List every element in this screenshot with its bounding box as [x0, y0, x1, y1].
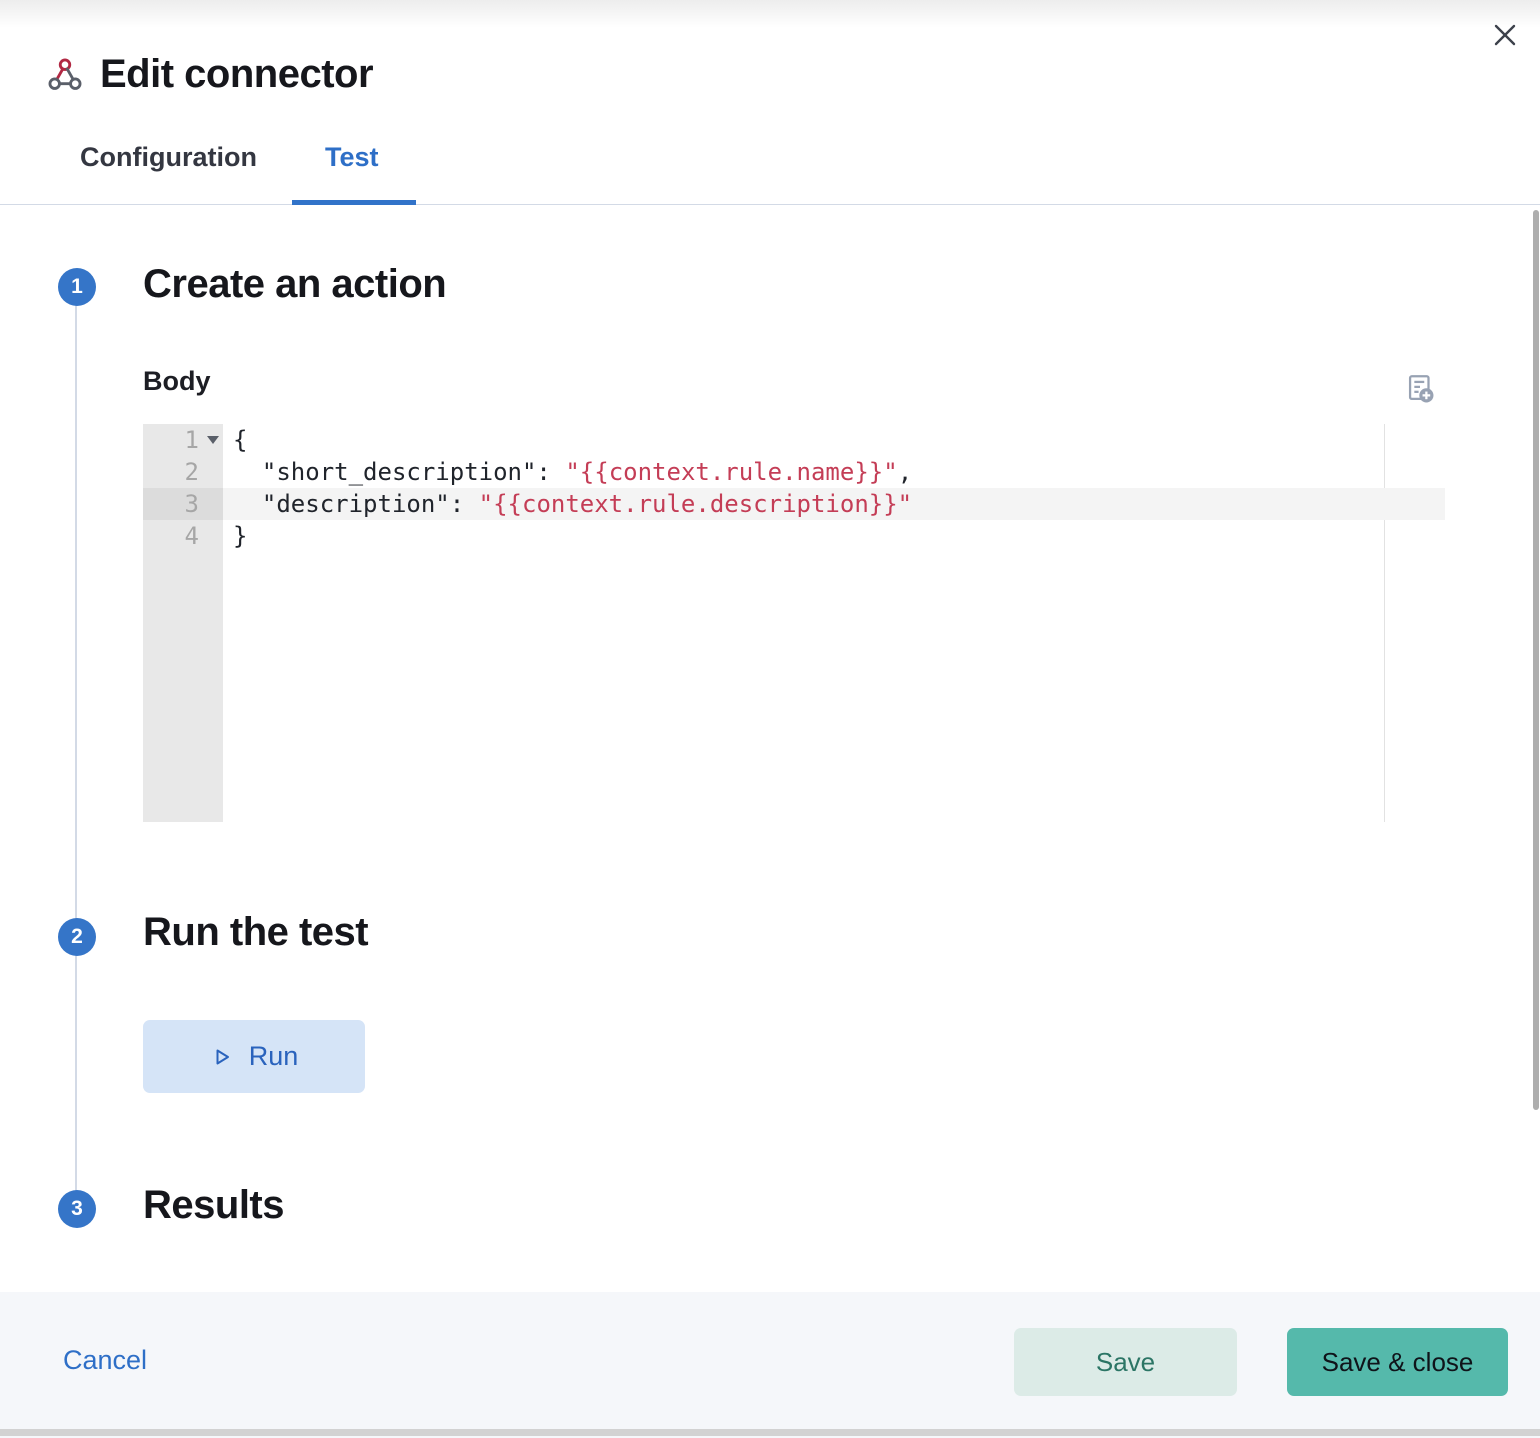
flyout-top-shadow	[0, 0, 1540, 28]
line-number-text: 3	[184, 490, 199, 518]
code-text: }	[223, 520, 247, 552]
active-tab-underline	[292, 200, 416, 205]
code-text: "short_description": "{{context.rule.nam…	[223, 456, 912, 488]
flyout-header: Edit connector	[46, 52, 374, 97]
line-number-text: 1	[184, 426, 199, 454]
code-key: "short_description":	[233, 458, 566, 486]
code-brace: {	[233, 426, 248, 454]
run-button-label: Run	[248, 1041, 299, 1071]
save-and-close-button[interactable]: Save & close	[1287, 1328, 1508, 1396]
step-3-badge: 3	[58, 1190, 96, 1228]
code-text: {	[223, 424, 247, 456]
step-3-title: Results	[143, 1183, 285, 1227]
tab-test[interactable]: Test	[325, 142, 379, 172]
body-code-editor[interactable]: 1 { 2 "short_description": "{{context.ru…	[143, 424, 1445, 822]
line-2-number: 2	[143, 456, 223, 488]
code-line-4[interactable]: 4 }	[143, 520, 1445, 552]
flyout-footer	[0, 1292, 1540, 1438]
line-number-text: 2	[184, 458, 199, 486]
steps-connector-line	[75, 296, 77, 1198]
tab-configuration[interactable]: Configuration	[80, 142, 257, 172]
vertical-scrollbar-thumb[interactable]	[1533, 210, 1539, 1110]
tabs-bottom-border	[0, 204, 1540, 205]
line-1-number: 1	[143, 424, 223, 456]
step-2-badge: 2	[58, 918, 96, 956]
close-x-glyph	[1494, 24, 1516, 46]
code-template-string: "{{context.rule.name}}"	[565, 458, 898, 486]
play-icon	[216, 1049, 229, 1064]
body-field-label: Body	[143, 366, 211, 396]
line-number-text: 4	[184, 522, 199, 550]
code-brace: }	[233, 522, 248, 550]
code-comma: ,	[897, 458, 913, 486]
step-1-badge: 1	[58, 268, 96, 306]
close-icon[interactable]	[1488, 18, 1522, 52]
page-title: Edit connector	[100, 52, 374, 96]
webhook-icon	[46, 56, 84, 94]
cancel-button[interactable]: Cancel	[63, 1345, 148, 1375]
horizontal-scrollbar[interactable]	[0, 1429, 1540, 1436]
line-3-number: 3	[143, 488, 223, 520]
code-line-1[interactable]: 1 {	[143, 424, 1445, 456]
code-line-2[interactable]: 2 "short_description": "{{context.rule.n…	[143, 456, 1445, 488]
add-variable-button[interactable]	[1400, 370, 1440, 410]
run-button[interactable]: Run	[143, 1020, 365, 1093]
list-add-icon	[1408, 375, 1434, 403]
code-key: "description":	[233, 490, 479, 518]
code-template-string: "{{context.rule.description}}"	[478, 490, 913, 518]
code-line-3-active[interactable]: 3 "description": "{{context.rule.descrip…	[143, 488, 1445, 520]
save-button[interactable]: Save	[1014, 1328, 1237, 1396]
line-4-number: 4	[143, 520, 223, 552]
code-text: "description": "{{context.rule.descripti…	[223, 488, 912, 520]
step-1-title: Create an action	[143, 262, 447, 306]
fold-arrow-icon[interactable]	[207, 436, 219, 444]
editor-print-margin	[1384, 424, 1385, 822]
step-2-title: Run the test	[143, 910, 369, 954]
